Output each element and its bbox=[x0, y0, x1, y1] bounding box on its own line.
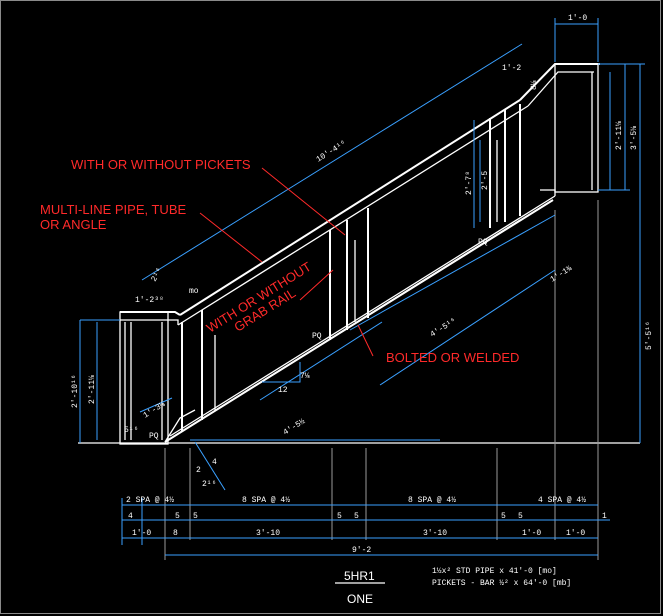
dim-bottom-offset: 1'-2³⁸ bbox=[135, 296, 164, 305]
dim-left-outer: 2'-10¹⁶ bbox=[71, 374, 80, 408]
tag-pq-left: PQ bbox=[149, 432, 159, 441]
dim-right-upper-outer: 3'-5⅛ bbox=[630, 126, 639, 150]
dim-seg-b: 4 bbox=[212, 458, 217, 467]
dim-top-width: 1'-0 bbox=[568, 14, 587, 23]
reference-lines bbox=[164, 200, 599, 560]
dim-row3-4: 3'-10 bbox=[423, 529, 447, 538]
title-note-pickets: PICKETS - BAR ½² x 64'-0 [mb] bbox=[432, 579, 571, 588]
dim-rail-length: 10'-4¹⁶ bbox=[315, 139, 348, 164]
dim-picket-height: 2'-5 bbox=[481, 171, 490, 190]
dimension-labels: 1'-0 1'-2 8⅛ 2'-11⅛ 3'-5⅛ 5'-5¹⁶ 2'-7⁸ 2… bbox=[71, 14, 654, 555]
dimension-lines bbox=[79, 18, 645, 556]
dim-small-left: 1'-3⅛ bbox=[142, 400, 167, 420]
dim-row2-7: 5 bbox=[518, 512, 523, 521]
dim-row2-2: 5 bbox=[175, 512, 180, 521]
title-mark: 5HR1 bbox=[344, 569, 375, 583]
tag-mo: mo bbox=[189, 287, 199, 296]
dim-row2-8: 1 bbox=[602, 512, 607, 521]
dim-seg-c: 2¹⁶ bbox=[202, 480, 216, 489]
dim-row2-5: 5 bbox=[354, 512, 359, 521]
callout-bolted: BOLTED OR WELDED bbox=[386, 350, 519, 365]
title-qty: ONE bbox=[347, 592, 373, 606]
dim-top-offset: 1'-2 bbox=[502, 64, 521, 73]
rail-structure bbox=[78, 63, 640, 445]
callout-leaders bbox=[199, 167, 374, 357]
dim-row2-6: 5 bbox=[501, 512, 506, 521]
dim-row2-1: 4 bbox=[128, 512, 133, 521]
dim-spa-2: 8 SPA @ 4½ bbox=[242, 496, 290, 505]
title-note-pipe: 1½x² STD PIPE x 41'-0 [mo] bbox=[432, 567, 557, 576]
dim-slope-rise: 7⅛ bbox=[300, 372, 310, 381]
tag-pq-right: PQ bbox=[478, 238, 488, 247]
dim-overall: 9'-2 bbox=[352, 546, 371, 555]
dim-left-inner: 2'-11⅛ bbox=[88, 375, 97, 404]
callout-pipe-line2: OR ANGLE bbox=[40, 217, 107, 232]
dim-row3-1: 1'-0 bbox=[132, 529, 151, 538]
dim-spa-4: 4 SPA @ 4½ bbox=[538, 496, 586, 505]
dim-row3-2: 8 bbox=[173, 529, 178, 538]
tag-pq-mid: PQ bbox=[312, 332, 322, 341]
dim-row2-4: 5 bbox=[337, 512, 342, 521]
title-block: 5HR1 ONE 1½x² STD PIPE x 41'-0 [mo] PICK… bbox=[335, 567, 571, 606]
dim-stringer-end: 1'-1¾ bbox=[549, 264, 574, 284]
dim-row3-5: 1'-0 bbox=[522, 529, 541, 538]
dim-picket-height-outer: 2'-7⁸ bbox=[465, 171, 474, 195]
dim-spa-3: 8 SPA @ 4½ bbox=[408, 496, 456, 505]
dim-row3-6: 1'-0 bbox=[566, 529, 585, 538]
callout-pickets: WITH OR WITHOUT PICKETS bbox=[71, 157, 251, 172]
dim-seg-a: 2 bbox=[196, 466, 201, 475]
dim-row2-3: 5 bbox=[193, 512, 198, 521]
dim-stringer-horiz: 4'-5½ bbox=[282, 417, 307, 437]
dim-bottom-small: 2¹⁶ bbox=[150, 267, 165, 284]
callout-pipe-line1: MULTI-LINE PIPE, TUBE bbox=[40, 202, 186, 217]
dim-right-total: 5'-5¹⁶ bbox=[645, 321, 654, 350]
dim-slope-run: 12 bbox=[278, 386, 288, 395]
dim-small-left2: 5¹⁶ bbox=[124, 426, 138, 435]
dim-row3-3: 3'-10 bbox=[256, 529, 280, 538]
dim-right-upper: 2'-11⅛ bbox=[615, 121, 624, 150]
dim-spa-1: 2 SPA @ 4½ bbox=[126, 496, 174, 505]
dim-top-small: 8⅛ bbox=[530, 80, 539, 90]
